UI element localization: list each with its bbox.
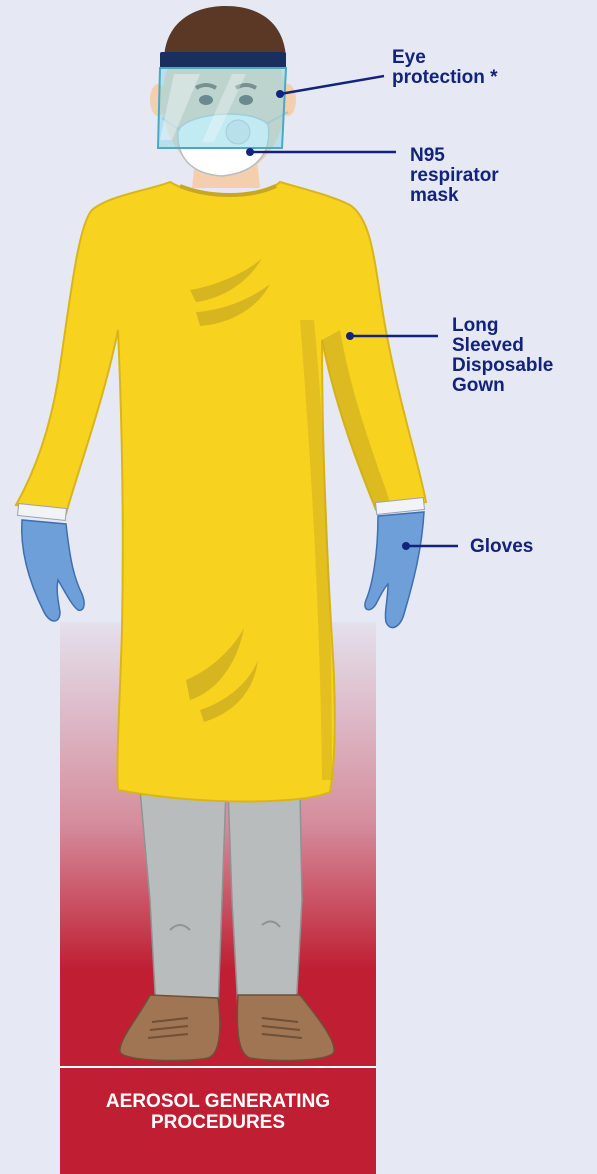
n95-label: N95 respirator mask [410, 146, 499, 206]
banner-line-1: AEROSOL GENERATING [60, 1091, 376, 1112]
gown-label-line: Sleeved [452, 336, 553, 356]
gown-label: Long Sleeved Disposable Gown [452, 316, 553, 396]
gown-label-line: Long [452, 316, 553, 336]
gown-label-line: Gown [452, 376, 553, 396]
gown-label-line: Disposable [452, 356, 553, 376]
gloves-label-line: Gloves [470, 537, 533, 557]
eye-protection-label-line: protection * [392, 68, 498, 88]
aerosol-procedures-banner: AEROSOL GENERATING PROCEDURES [60, 1066, 376, 1174]
banner-line-2: PROCEDURES [60, 1112, 376, 1133]
n95-label-line: N95 [410, 146, 499, 166]
eye-protection-label: Eye protection * [392, 48, 498, 88]
gloves-label: Gloves [470, 537, 533, 557]
eye-protection-label-line: Eye [392, 48, 498, 68]
n95-label-line: mask [410, 186, 499, 206]
face-shield-illustration [158, 52, 286, 148]
n95-label-line: respirator [410, 166, 499, 186]
